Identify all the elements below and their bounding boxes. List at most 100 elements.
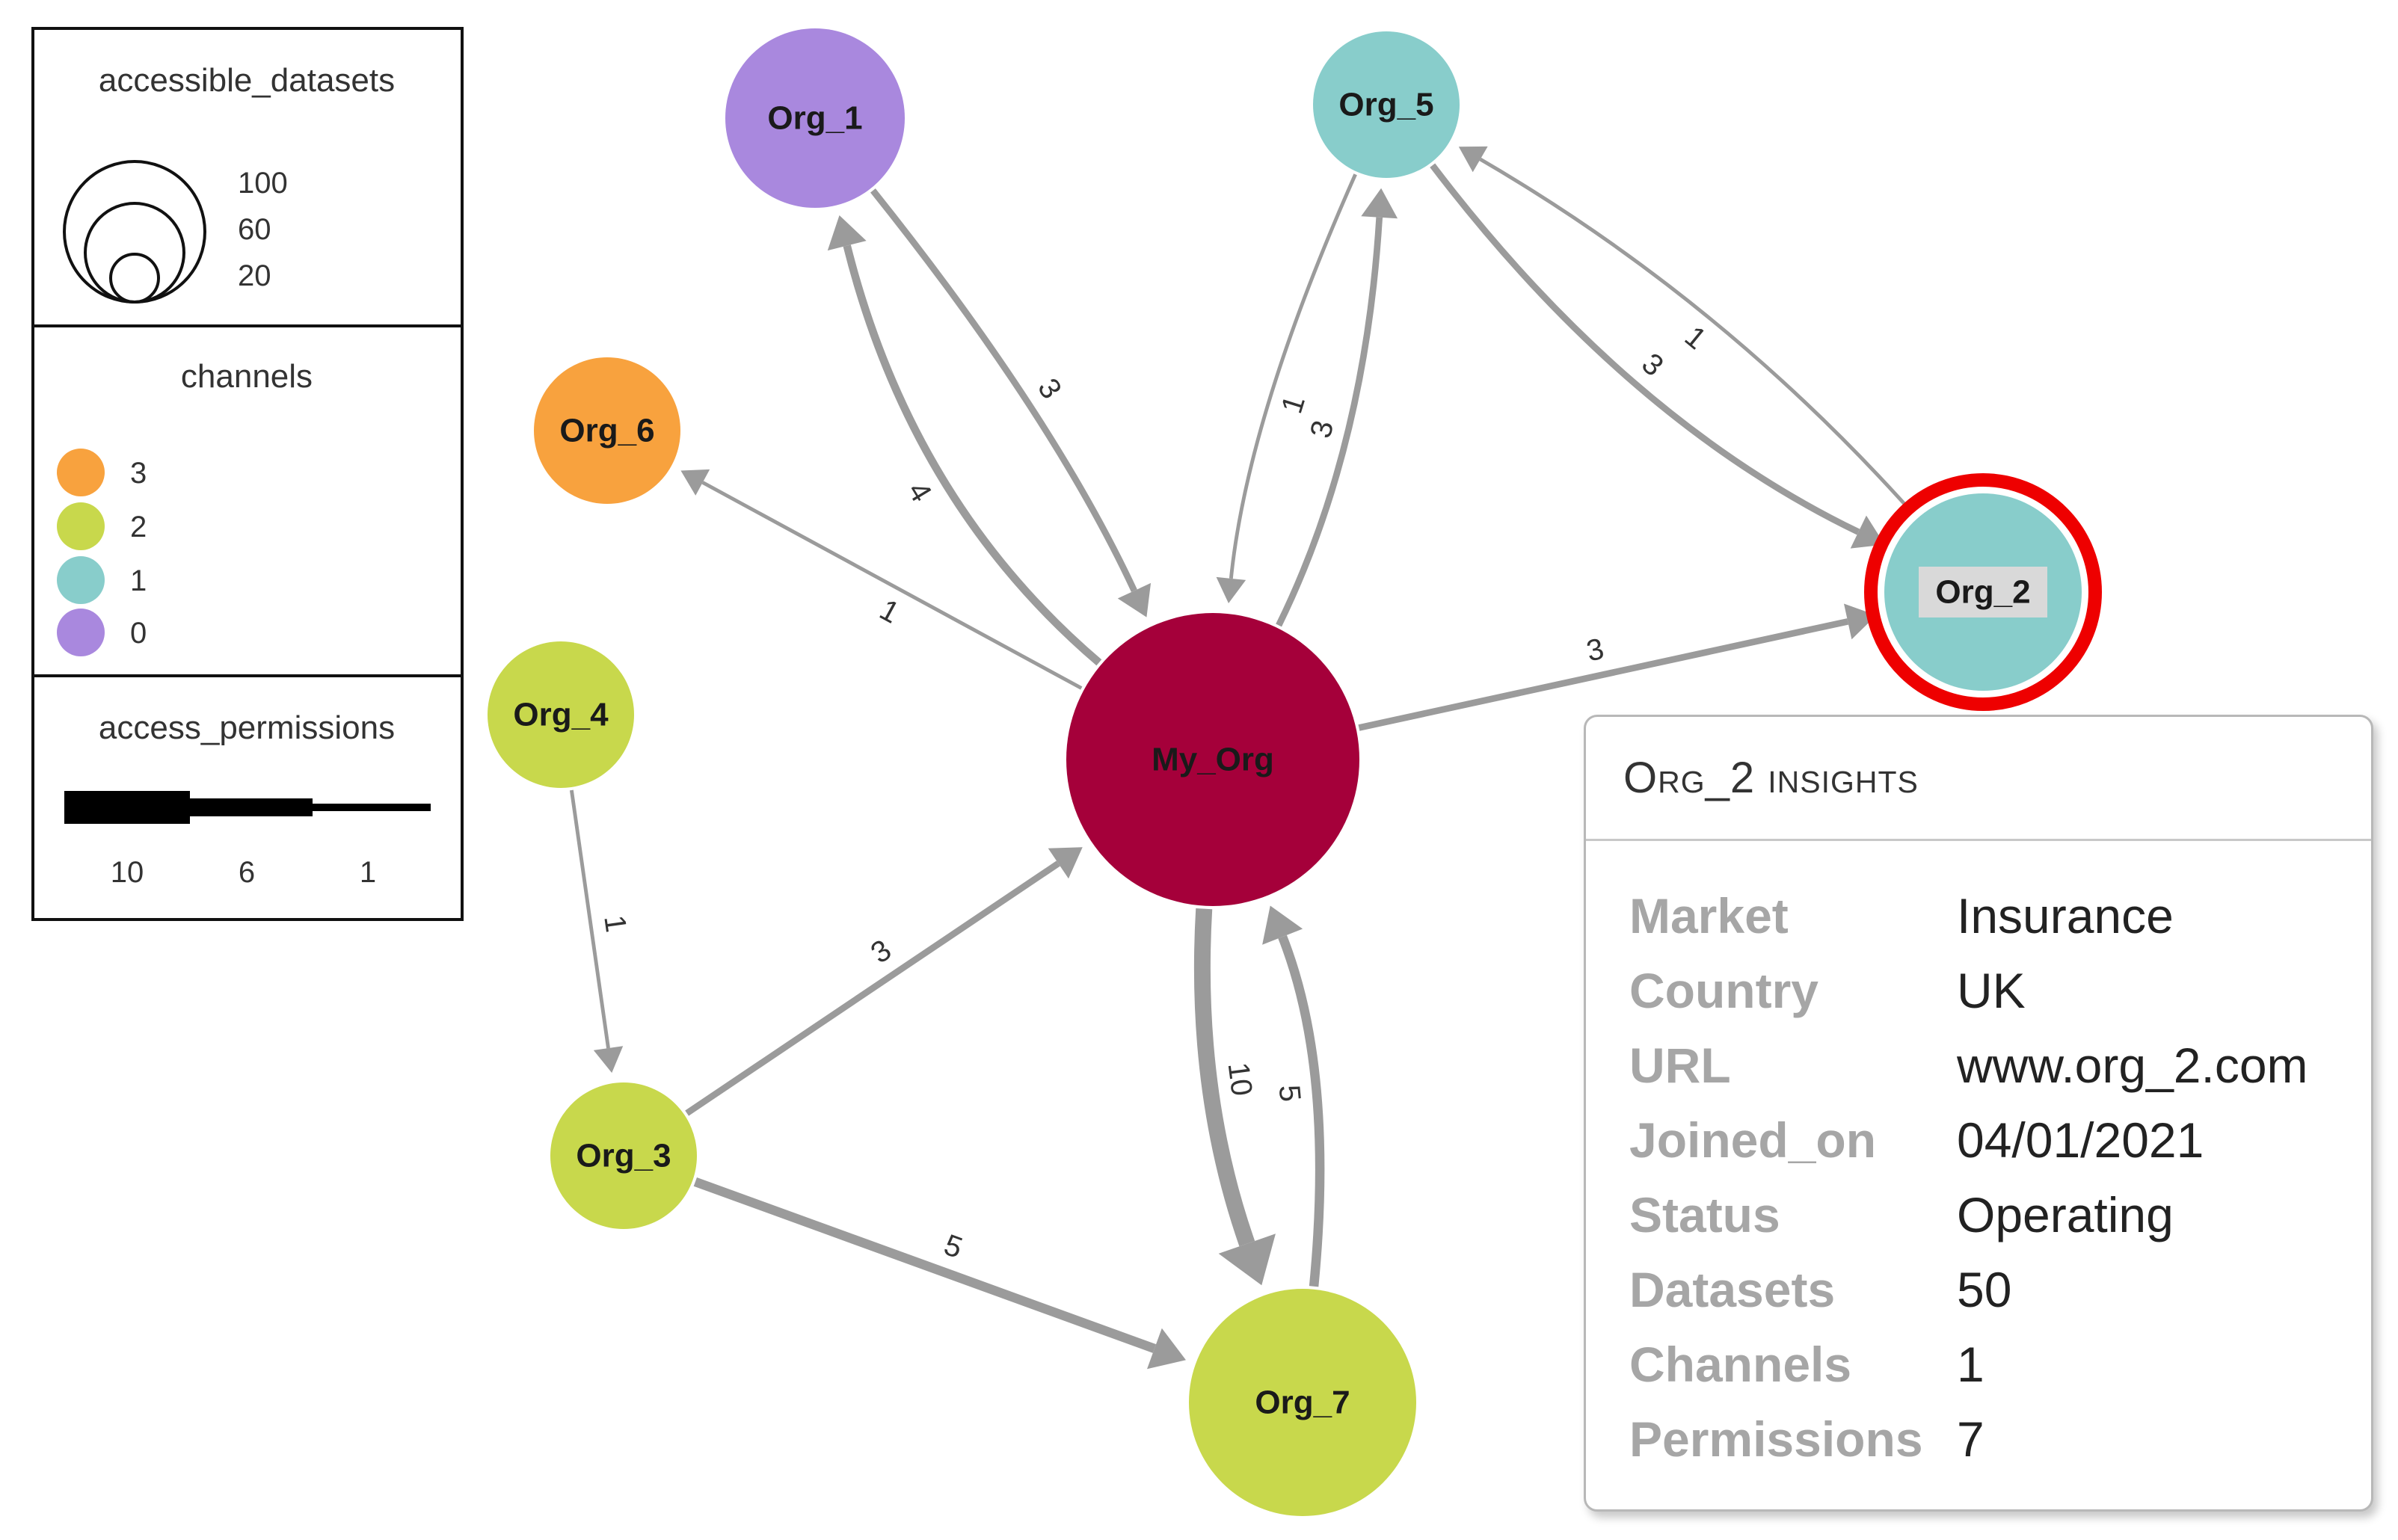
legend-channel-swatch [57, 609, 105, 656]
edge-line [1479, 157, 1917, 518]
insight-value: UK [1957, 963, 2026, 1018]
legend-permission-bar-thin [311, 804, 431, 811]
legend-channel-label: 1 [130, 564, 147, 597]
insight-row: Datasets 50 [1629, 1252, 2371, 1327]
insight-key: Status [1629, 1187, 1780, 1242]
node-label: Org_6 [559, 413, 654, 449]
edge-org_5-to-org_2[interactable]: 3 [1430, 163, 1885, 549]
edge-line [569, 789, 610, 1049]
edge-org_5-to-my_org[interactable]: 1 [1216, 173, 1357, 604]
node-org-2[interactable]: Org_2 [1864, 473, 2102, 711]
arrowhead-icon [1147, 1328, 1186, 1370]
insight-value: www.org_2.com [1957, 1038, 2308, 1093]
insight-row: Joined_on 04/01/2021 [1629, 1103, 2371, 1177]
insight-key: Datasets [1629, 1262, 1836, 1317]
arrowhead-icon [1262, 905, 1303, 945]
insights-body: Market Insurance Country UK URL www.org_… [1586, 841, 2371, 1476]
edge-label: 5 [940, 1228, 967, 1265]
insight-row: URL www.org_2.com [1629, 1028, 2371, 1103]
legend-datasets-value: 60 [238, 213, 271, 246]
node-circle [550, 1082, 697, 1229]
edge-org_2-to-org_5[interactable]: 1 [1458, 146, 1917, 518]
insights-header: Org_2 insights [1586, 717, 2371, 841]
node-org-7[interactable]: Org_7 [1189, 1289, 1416, 1516]
arrowhead-icon [680, 469, 710, 496]
insights-title: Org_2 insights [1623, 754, 1919, 802]
edge-org_3-to-my_org[interactable]: 3 [685, 847, 1083, 1116]
arrowhead-icon [1361, 188, 1398, 219]
insight-key: URL [1629, 1038, 1731, 1093]
node-org-5[interactable]: Org_5 [1313, 31, 1460, 178]
insight-key: Country [1629, 963, 1819, 1018]
node-circle [488, 641, 634, 788]
legend-size-circle-small [109, 253, 160, 304]
legend-datasets-value: 20 [238, 259, 271, 292]
edge-my_org-to-org_2[interactable]: 3 [1358, 603, 1877, 731]
edge-org_7-to-my_org[interactable]: 5 [1262, 905, 1325, 1287]
insight-key: Channels [1629, 1337, 1852, 1392]
edge-line [693, 1177, 1157, 1353]
insight-value: Operating [1957, 1187, 2174, 1242]
legend-channel-swatch [57, 556, 105, 604]
edge-label: 3 [1584, 632, 1607, 668]
node-circle [725, 28, 905, 208]
legend-permissions-title: access_permissions [99, 709, 395, 746]
arrowhead-icon [1218, 1233, 1276, 1286]
node-org-4[interactable]: Org_4 [488, 641, 634, 788]
insight-row: Channels 1 [1629, 1327, 2371, 1402]
edge-line [870, 188, 1137, 593]
legend-datasets-title: accessible_datasets [99, 62, 395, 99]
edge-label: 4 [901, 476, 938, 508]
insight-row: Market Insurance [1629, 878, 2371, 953]
legend-channel-swatch [57, 502, 105, 550]
node-org-6[interactable]: Org_6 [534, 357, 680, 504]
legend: accessible_datasets 100 60 20 channels 3… [31, 27, 464, 921]
legend-channels-title: channels [181, 358, 313, 395]
legend-channel-label: 3 [130, 457, 147, 490]
insight-key: Market [1629, 888, 1789, 943]
arrowhead-icon [1048, 847, 1083, 879]
node-org-3[interactable]: Org_3 [550, 1082, 697, 1229]
legend-channel-label: 2 [130, 511, 147, 543]
node-my-org[interactable]: My_Org [1066, 613, 1359, 906]
edge-my_org-to-org_1[interactable]: 4 [827, 215, 1102, 666]
edge-line [843, 244, 1102, 666]
legend-permission-value: 10 [111, 856, 144, 889]
node-label-highlight [1919, 567, 2047, 617]
edge-label: 1 [874, 593, 905, 629]
insights-panel: Org_2 insights Market Insurance Country … [1584, 715, 2373, 1512]
edge-line [1229, 173, 1357, 579]
node-label: Org_5 [1338, 87, 1433, 123]
edge-my_org-to-org_6[interactable]: 1 [680, 469, 1083, 690]
arrowhead-icon [827, 215, 867, 251]
edge-org_1-to-my_org[interactable]: 3 [870, 188, 1152, 617]
edge-line [701, 481, 1083, 690]
edge-org_4-to-org_3[interactable]: 1 [569, 789, 633, 1074]
insight-row: Permissions 7 [1629, 1402, 2371, 1476]
legend-permission-value: 1 [360, 856, 376, 889]
legend-channel-swatch [57, 449, 105, 496]
node-org-1[interactable]: Org_1 [725, 28, 905, 208]
insight-value: Insurance [1957, 888, 2174, 943]
insight-key: Joined_on [1629, 1112, 1877, 1168]
edge-org_3-to-org_7[interactable]: 5 [693, 1177, 1186, 1370]
node-circle [534, 357, 680, 504]
edge-label: 1 [597, 914, 633, 934]
legend-datasets-value: 100 [238, 167, 288, 200]
legend-channel-label: 0 [130, 617, 147, 650]
node-label: Org_2 [1935, 574, 2030, 611]
edge-my_org-to-org_5[interactable]: 3 [1276, 188, 1398, 627]
edge-label: 1 [1275, 392, 1312, 417]
insight-row: Status Operating [1629, 1177, 2371, 1252]
edge-line [1430, 163, 1860, 535]
legend-permission-bar-medium [188, 798, 313, 816]
node-label: Org_3 [576, 1138, 671, 1174]
edge-my_org-to-org_7[interactable]: 10 [1193, 908, 1276, 1286]
insight-value: 04/01/2021 [1957, 1112, 2204, 1168]
edge-line [1193, 908, 1255, 1247]
edge-label: 3 [1031, 373, 1068, 405]
legend-permission-bar-thick [64, 791, 190, 824]
arrowhead-icon [1458, 146, 1488, 173]
edge-label: 5 [1273, 1083, 1307, 1103]
